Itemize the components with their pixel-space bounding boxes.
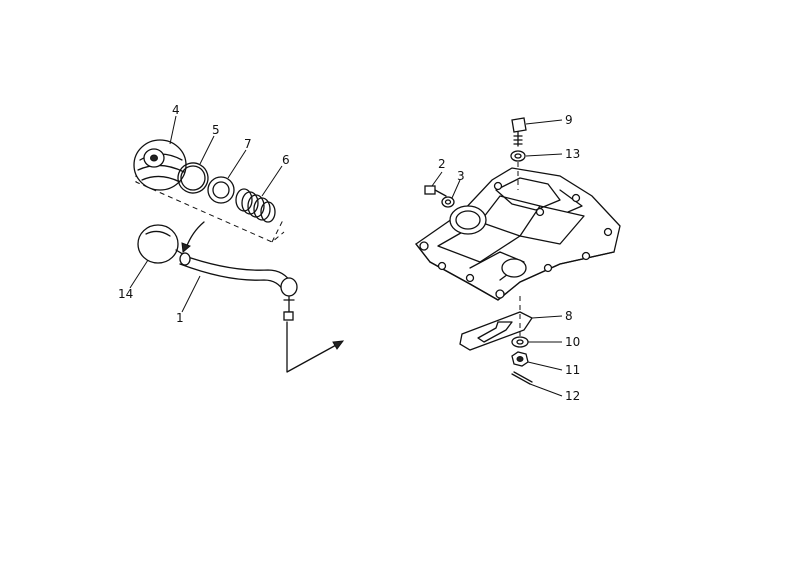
callout-11: 11 bbox=[565, 363, 580, 377]
leader-14 bbox=[129, 259, 149, 289]
callout-2: 2 bbox=[438, 157, 446, 171]
bolt-9 bbox=[511, 117, 527, 147]
leader-8 bbox=[531, 315, 563, 319]
split-pin-12 bbox=[511, 371, 533, 385]
callout-labels: 4 5 7 6 14 1 2 3 9 13 8 10 11 12 bbox=[118, 103, 580, 403]
callout-13: 13 bbox=[565, 147, 580, 161]
assembly-arrowhead bbox=[181, 242, 191, 253]
bolt-holes bbox=[419, 181, 613, 299]
direction-arrowhead bbox=[332, 340, 345, 350]
leader-11 bbox=[527, 361, 563, 371]
nut-11 bbox=[511, 351, 529, 367]
callout-6: 6 bbox=[282, 153, 290, 167]
leader-5 bbox=[199, 135, 215, 165]
leader-7 bbox=[227, 149, 247, 179]
shift-knob bbox=[137, 224, 187, 264]
washer-10 bbox=[511, 336, 529, 348]
callout-5: 5 bbox=[212, 123, 220, 137]
cover-housing bbox=[415, 167, 621, 301]
leader-12 bbox=[529, 383, 563, 397]
assembly-arrow bbox=[185, 221, 205, 249]
retaining-ring bbox=[207, 176, 235, 204]
washer-13 bbox=[510, 150, 526, 162]
leader-13 bbox=[525, 153, 563, 157]
callout-3: 3 bbox=[457, 169, 465, 183]
direction-arrow bbox=[286, 321, 339, 373]
gearbox-cover-assembly bbox=[415, 117, 621, 397]
washer-3 bbox=[441, 196, 455, 208]
screw-2 bbox=[424, 185, 447, 197]
callout-14: 14 bbox=[118, 287, 133, 301]
callout-10: 10 bbox=[565, 335, 580, 349]
callout-8: 8 bbox=[565, 309, 573, 323]
lock-plate-8 bbox=[459, 311, 533, 351]
leader-2 bbox=[431, 171, 443, 187]
callout-12: 12 bbox=[565, 389, 580, 403]
leader-6 bbox=[261, 165, 283, 197]
snap-ring bbox=[177, 162, 209, 194]
callout-4: 4 bbox=[172, 103, 180, 117]
leader-3 bbox=[451, 179, 461, 199]
callout-1: 1 bbox=[176, 311, 184, 325]
leader-4 bbox=[169, 115, 177, 145]
lever-boss bbox=[449, 205, 527, 278]
coil-spring bbox=[235, 188, 276, 223]
callout-9: 9 bbox=[565, 113, 573, 127]
callout-7: 7 bbox=[244, 137, 252, 151]
gear-lever-assembly bbox=[129, 115, 345, 373]
leader-1 bbox=[181, 275, 201, 313]
shift-lever bbox=[179, 252, 298, 321]
leader-9 bbox=[525, 119, 563, 125]
